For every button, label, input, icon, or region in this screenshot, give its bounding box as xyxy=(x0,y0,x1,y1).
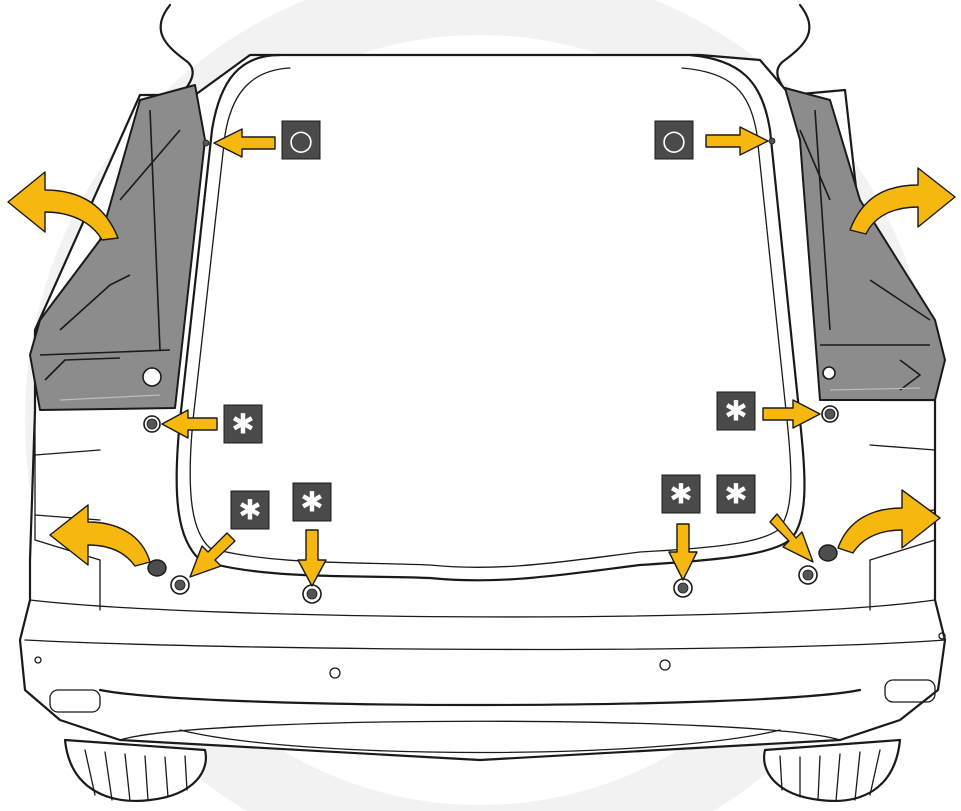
svg-text:✱: ✱ xyxy=(724,478,747,511)
asterisk-badge-icon: ✱ xyxy=(230,490,270,530)
straight-arrow-icon xyxy=(769,513,814,563)
asterisk-badge-icon: ✱ xyxy=(661,474,701,514)
circle-badge-icon: ○ xyxy=(654,120,694,160)
straight-arrow-icon xyxy=(297,529,327,587)
rear-bumper xyxy=(24,599,946,754)
circle-badge-icon: ○ xyxy=(281,120,321,160)
curved-arrow-icon xyxy=(849,167,956,235)
symbol-badges: ○ ○ ✱ ✱ ✱ ✱ ✱ ✱ xyxy=(223,120,756,530)
straight-arrow-icon xyxy=(762,399,821,429)
straight-arrows xyxy=(161,126,821,587)
right-tail-lamp xyxy=(784,87,946,401)
left-tail-lamp xyxy=(29,84,206,411)
asterisk-badge-icon: ✱ xyxy=(716,474,756,514)
asterisk-badge-icon: ✱ xyxy=(223,404,263,444)
svg-text:○: ○ xyxy=(289,124,313,157)
lower-quarter-panels xyxy=(34,399,936,611)
curved-arrow-icon xyxy=(49,504,151,567)
svg-text:✱: ✱ xyxy=(231,408,254,441)
svg-text:○: ○ xyxy=(662,124,686,157)
wheels xyxy=(63,738,902,802)
asterisk-badge-icon: ✱ xyxy=(292,482,332,522)
screw-icon xyxy=(202,139,210,147)
svg-text:✱: ✱ xyxy=(300,486,323,519)
svg-text:✱: ✱ xyxy=(669,478,692,511)
straight-arrow-icon xyxy=(161,409,218,439)
clip-icon xyxy=(818,544,838,562)
tailgate-seal xyxy=(175,53,806,582)
screw-icon xyxy=(768,137,776,145)
curved-arrows xyxy=(7,167,956,567)
straight-arrow-icon xyxy=(213,128,276,158)
straight-arrow-icon xyxy=(705,126,769,156)
clip-icon xyxy=(147,559,167,577)
curved-arrow-icon xyxy=(837,489,941,554)
asterisk-badge-icon: ✱ xyxy=(716,391,756,431)
svg-text:✱: ✱ xyxy=(238,494,261,527)
curved-arrow-icon xyxy=(7,171,119,241)
straight-arrow-icon xyxy=(189,532,236,578)
svg-text:✱: ✱ xyxy=(724,395,747,428)
straight-arrow-icon xyxy=(668,523,698,581)
fasteners xyxy=(143,137,839,604)
